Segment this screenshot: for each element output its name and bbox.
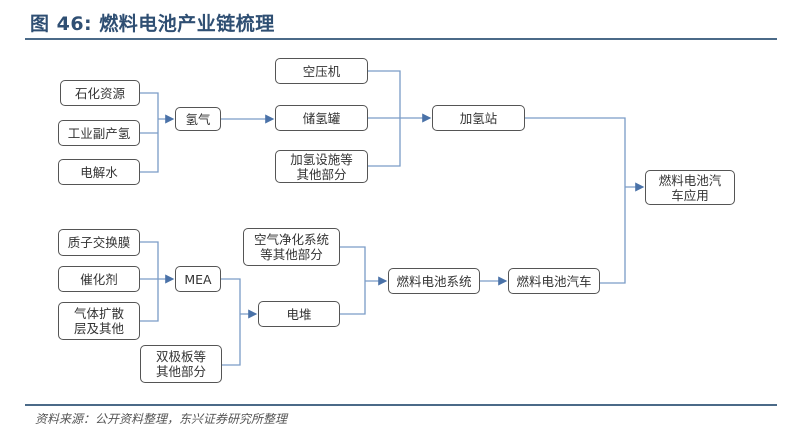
node-stack: 电堆: [258, 301, 340, 327]
node-bipolar: 双极板等其他部分: [140, 345, 222, 383]
node-mea: MEA: [175, 266, 221, 292]
figure-title: 图 46: 燃料电池产业链梳理: [30, 13, 275, 35]
node-industrial-byproduct: 工业副产氢: [58, 120, 140, 146]
node-air-system: 空气净化系统等其他部分: [243, 228, 340, 266]
connector: [340, 246, 386, 315]
connector: [525, 117, 643, 284]
connector: [140, 241, 173, 322]
connector: [221, 278, 256, 366]
node-gdl: 气体扩散层及其他: [58, 302, 140, 340]
node-compressor: 空压机: [275, 58, 368, 84]
top-rule: [25, 38, 777, 40]
node-storage-tank: 储氢罐: [275, 105, 368, 131]
node-pem: 质子交换膜: [58, 229, 140, 256]
node-hydrogen: 氢气: [175, 107, 221, 131]
bottom-rule: [25, 404, 777, 406]
node-application: 燃料电池汽车应用: [645, 170, 735, 205]
connector: [140, 92, 173, 173]
node-catalyst: 催化剂: [58, 266, 140, 292]
node-electrolysis: 电解水: [58, 159, 140, 185]
source-note: 资料来源：公开资料整理，东兴证券研究所整理: [35, 412, 288, 426]
node-fc-vehicle: 燃料电池汽车: [508, 268, 600, 294]
node-station: 加氢站: [432, 105, 525, 131]
node-refuel-other: 加氢设施等其他部分: [275, 150, 368, 183]
node-petrochemical: 石化资源: [60, 80, 140, 106]
node-fc-system: 燃料电池系统: [388, 268, 480, 294]
connector: [368, 70, 430, 167]
